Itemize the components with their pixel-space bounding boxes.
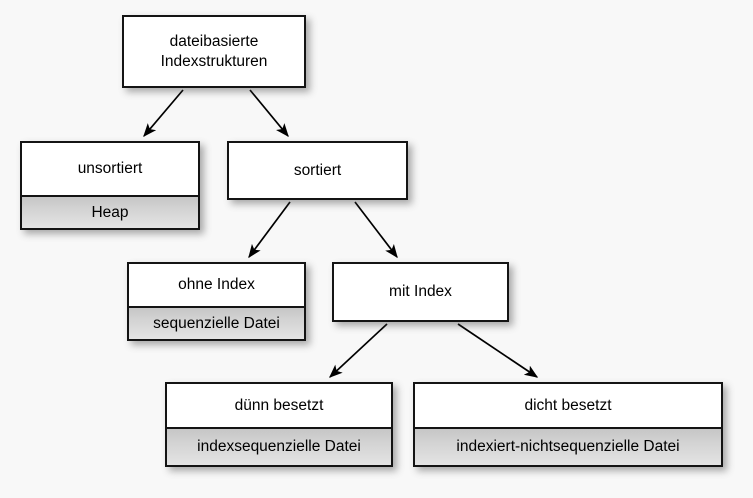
node-title: dicht besetzt bbox=[415, 384, 721, 427]
node-title: unsortiert bbox=[22, 143, 198, 195]
node-subtitle-indexsequenzielle-datei: indexsequenzielle Datei bbox=[167, 427, 391, 465]
node-ohne-index[interactable]: ohne Index sequenzielle Datei bbox=[127, 262, 306, 341]
node-title: sortiert bbox=[229, 143, 406, 198]
node-title: ohne Index bbox=[129, 264, 304, 306]
edge-mit-index-to-duenn bbox=[329, 323, 388, 378]
node-mit-index[interactable]: mit Index bbox=[332, 262, 509, 322]
node-subtitle-heap: Heap bbox=[22, 195, 198, 228]
node-title: dateibasierte Indexstrukturen bbox=[124, 17, 304, 86]
node-sortiert[interactable]: sortiert bbox=[227, 141, 408, 200]
edge-mit-index-to-dicht bbox=[457, 323, 539, 378]
edge-sortiert-to-ohne-index bbox=[248, 201, 291, 259]
edge-root-to-unsortiert bbox=[143, 89, 184, 138]
edge-root-to-sortiert bbox=[249, 89, 289, 138]
node-dateibasierte-indexstrukturen[interactable]: dateibasierte Indexstrukturen bbox=[122, 15, 306, 88]
node-dicht-besetzt[interactable]: dicht besetzt indexiert-nichtsequenziell… bbox=[413, 382, 723, 467]
node-subtitle-indexiert-nichtsequenzielle-datei: indexiert-nichtsequenzielle Datei bbox=[415, 427, 721, 465]
node-unsortiert[interactable]: unsortiert Heap bbox=[20, 141, 200, 230]
node-title: dünn besetzt bbox=[167, 384, 391, 427]
node-duenn-besetzt[interactable]: dünn besetzt indexsequenzielle Datei bbox=[165, 382, 393, 467]
node-title: mit Index bbox=[334, 264, 507, 320]
edge-sortiert-to-mit-index bbox=[354, 201, 398, 259]
node-subtitle-sequenzielle-datei: sequenzielle Datei bbox=[129, 306, 304, 339]
